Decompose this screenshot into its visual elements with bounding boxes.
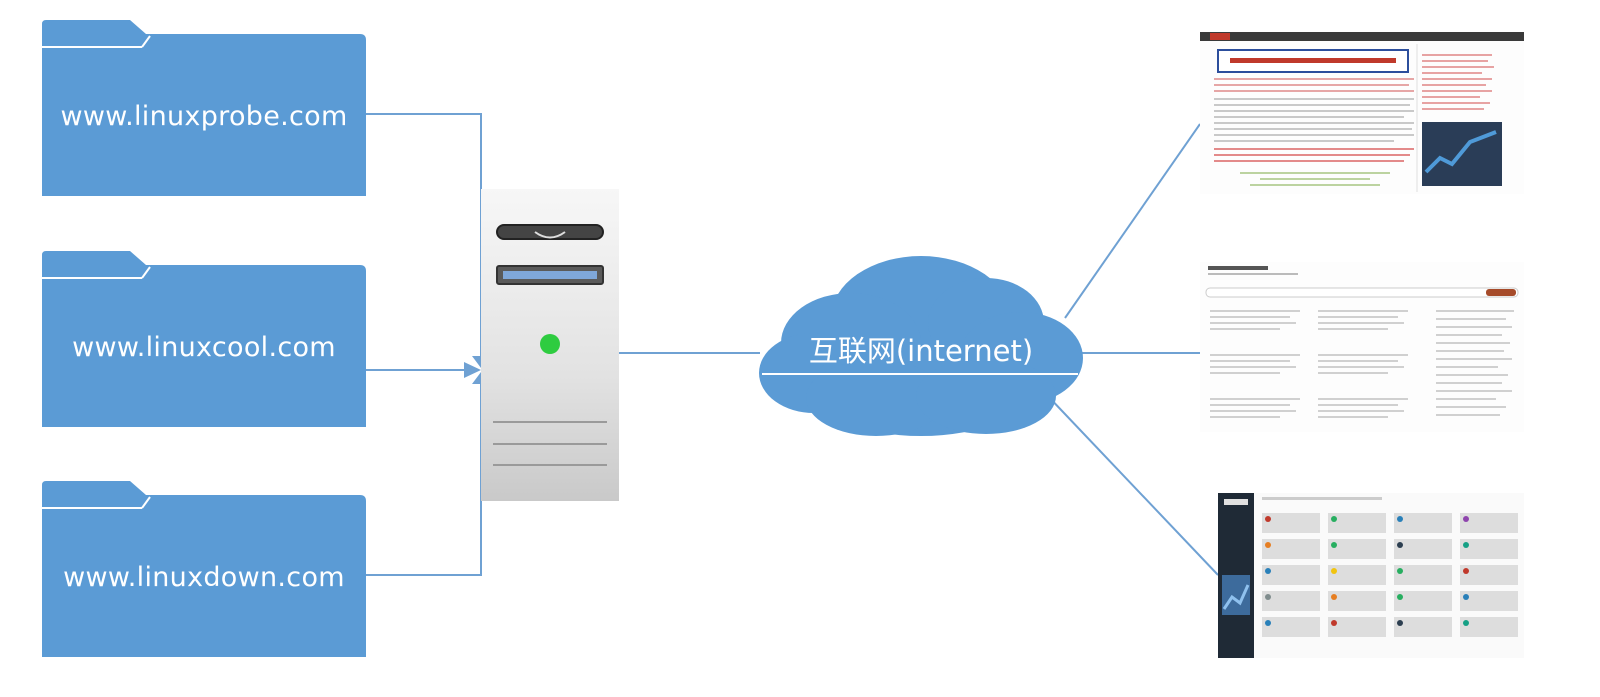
website-thumbnail	[1200, 32, 1524, 194]
website-thumbnail	[1218, 493, 1524, 658]
folder-icon	[42, 251, 366, 427]
internet-cloud: 互联网(internet)	[756, 248, 1086, 443]
website-thumbnail	[1200, 262, 1524, 432]
folder-icon	[42, 20, 366, 196]
website-screenshot-2	[1200, 262, 1524, 432]
connector-linuxprobe	[366, 113, 482, 360]
website-screenshot-1	[1200, 32, 1524, 194]
folder-label: www.linuxdown.com	[63, 561, 345, 593]
website-screenshot-3	[1218, 493, 1524, 658]
drive-bay-top	[496, 224, 604, 240]
folder-linuxcool: www.linuxcool.com	[42, 251, 366, 427]
cloud-icon	[759, 256, 1083, 436]
folder-label: www.linuxcool.com	[72, 331, 336, 363]
server-icon	[481, 189, 619, 501]
connector-cloud-site1	[1064, 123, 1201, 319]
cloud-label: 互联网(internet)	[808, 334, 1034, 368]
folder-icon	[42, 481, 366, 657]
connector-linuxdown	[366, 382, 482, 576]
folder-label: www.linuxprobe.com	[60, 100, 348, 132]
folder-linuxprobe: www.linuxprobe.com	[42, 20, 366, 196]
folder-linuxdown: www.linuxdown.com	[42, 481, 366, 657]
connector-cloud-site3	[1044, 392, 1219, 576]
power-led-icon	[540, 334, 560, 354]
